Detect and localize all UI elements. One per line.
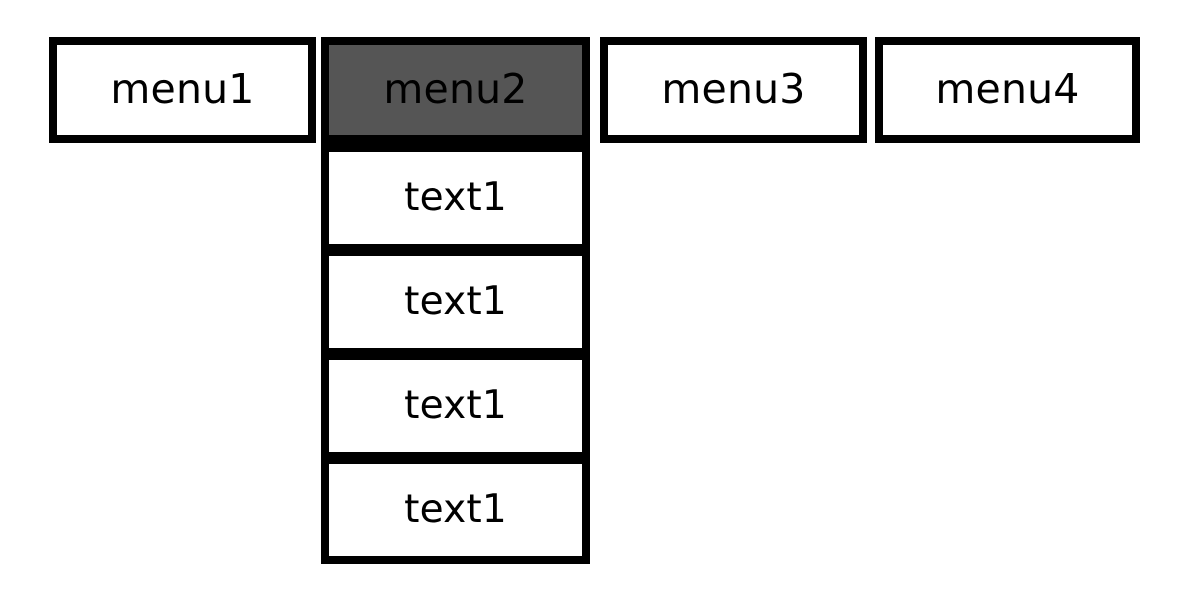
- menu-item-menu3-label: menu3: [661, 64, 806, 113]
- dropdown-panel-menu2: text1 text1 text1 text1: [329, 135, 582, 556]
- dropdown-item[interactable]: text1: [329, 464, 582, 556]
- dropdown-item-label: text1: [404, 486, 507, 532]
- menu-item-menu2[interactable]: menu2: [329, 45, 582, 135]
- menu-item-menu4-label: menu4: [935, 64, 1080, 113]
- dropdown-item-label: text1: [404, 382, 507, 428]
- dropdown-item[interactable]: text1: [329, 360, 582, 452]
- dropdown-item-label: text1: [404, 174, 507, 220]
- dropdown-item[interactable]: text1: [329, 256, 582, 348]
- menu-item-menu4[interactable]: menu4: [875, 37, 1140, 143]
- dropdown-item-label: text1: [404, 278, 507, 324]
- dropdown-item[interactable]: text1: [329, 152, 582, 244]
- menu-item-menu2-with-dropdown: menu2 text1 text1 text1 text1: [321, 37, 590, 564]
- menu-item-menu1-label: menu1: [110, 64, 255, 113]
- menu-item-menu3[interactable]: menu3: [600, 37, 867, 143]
- menu-item-menu2-label: menu2: [383, 64, 528, 113]
- menu-item-menu1[interactable]: menu1: [49, 37, 316, 143]
